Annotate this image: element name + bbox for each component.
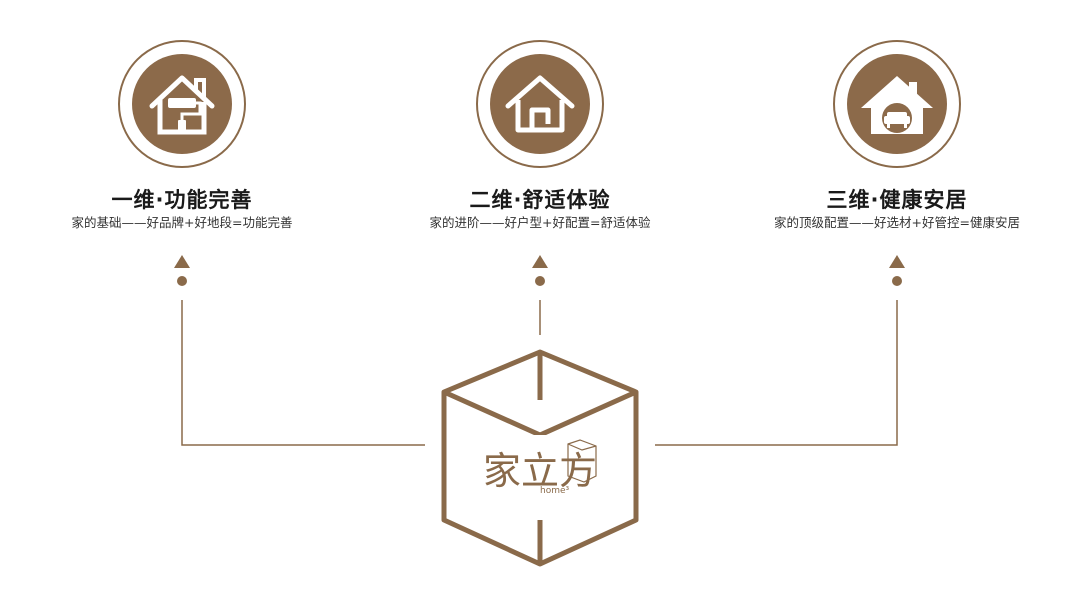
arrow-up-1 bbox=[174, 255, 190, 268]
arrow-up-3 bbox=[889, 255, 905, 268]
level-2-title: 二维·舒适体验 bbox=[469, 188, 611, 212]
level-2-subtitle: 家的进阶——好户型+好配置=舒适体验 bbox=[429, 215, 651, 230]
level-1-icon-ring bbox=[118, 40, 246, 168]
logo-text: 家立方 bbox=[482, 449, 597, 493]
house-paint-roller-icon bbox=[132, 54, 232, 154]
logo-subtext: home³ bbox=[540, 486, 570, 496]
logo-cube-mark bbox=[567, 439, 597, 483]
arrow-up-2 bbox=[532, 255, 548, 268]
arrow-dot-1 bbox=[177, 276, 187, 286]
level-3-subtitle: 家的顶级配置——好选材+好管控=健康安居 bbox=[774, 215, 1020, 230]
connector-left bbox=[181, 300, 425, 446]
level-2-icon-ring bbox=[476, 40, 604, 168]
arrow-dot-2 bbox=[535, 276, 545, 286]
level-1-title: 一维·功能完善 bbox=[111, 188, 253, 212]
arrow-dot-3 bbox=[892, 276, 902, 286]
level-1-subtitle: 家的基础——好品牌+好地段=功能完善 bbox=[71, 215, 293, 230]
connector-right bbox=[655, 300, 898, 446]
level-3-title: 三维·健康安居 bbox=[826, 188, 968, 212]
house-outline-icon bbox=[490, 54, 590, 154]
level-3-icon-ring bbox=[833, 40, 961, 168]
house-sofa-icon bbox=[847, 54, 947, 154]
